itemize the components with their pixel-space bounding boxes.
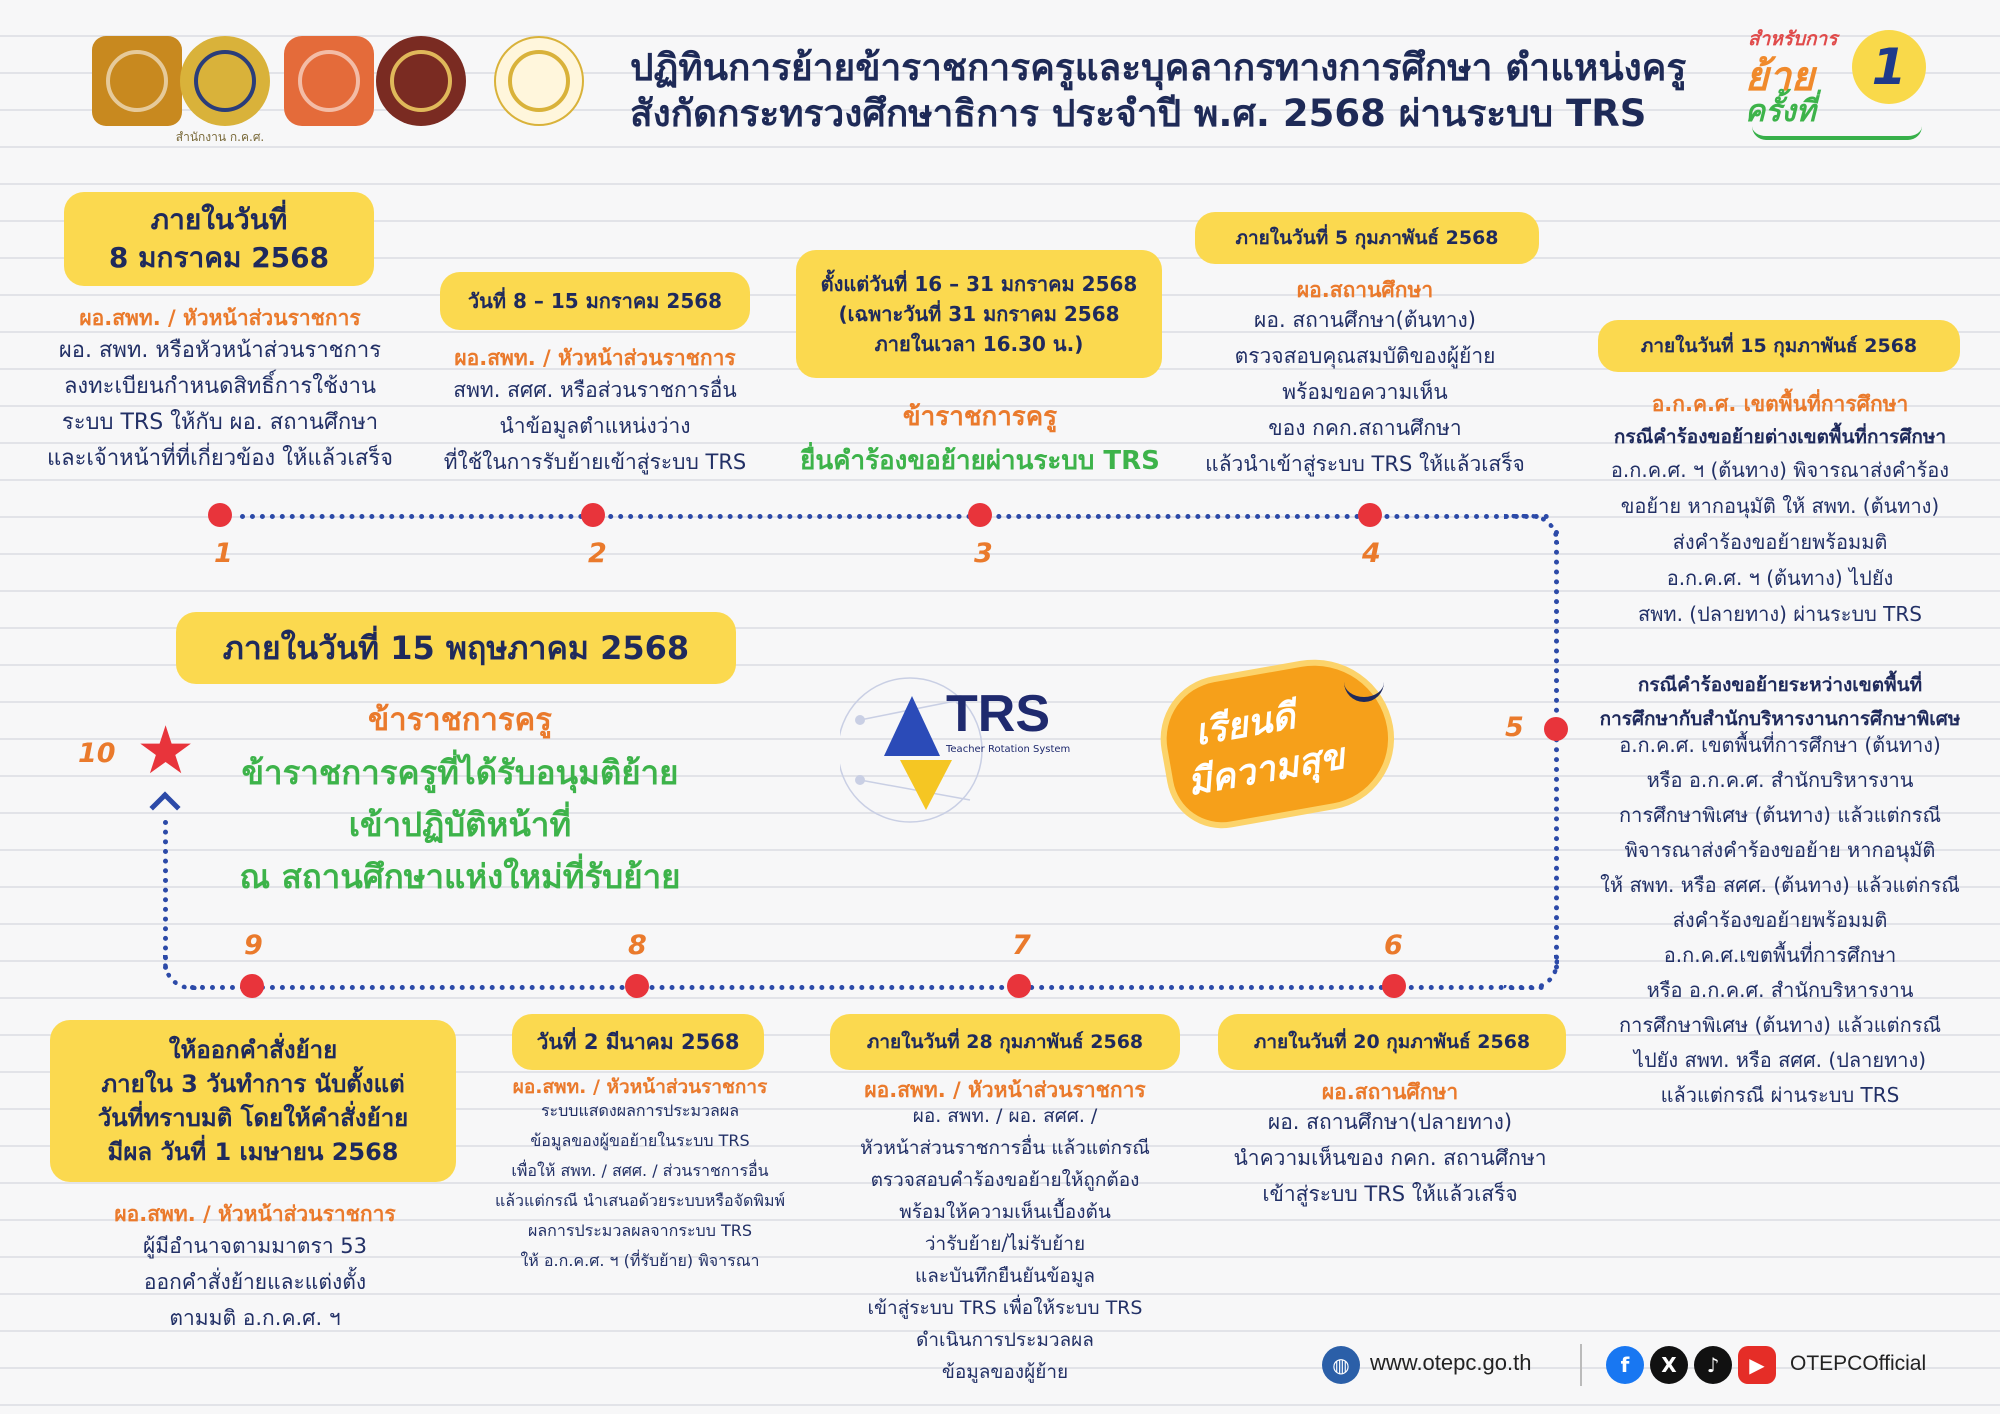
timeline-dot-1	[208, 503, 232, 527]
step-10-role: ข้าราชการครู	[368, 702, 552, 738]
star-icon: ★	[136, 712, 196, 789]
timeline-corner-bottom-left	[163, 955, 203, 990]
opec-logo	[494, 36, 584, 126]
step-number-8: 8	[628, 930, 647, 961]
trs-network-graphic	[837, 677, 983, 823]
timeline-corner-bottom-right	[1504, 955, 1559, 990]
timeline-left	[163, 820, 168, 970]
timeline-corner-top-right	[1504, 514, 1559, 544]
step-number-1: 1	[214, 538, 233, 569]
timeline-dot-7	[1007, 974, 1031, 998]
step-number-5: 5	[1505, 712, 1524, 743]
step-8-desc: ระบบแสดงผลการประมวลผลข้อมูลของผู้ขอย้ายใ…	[494, 1101, 786, 1270]
step-number-2: 2	[588, 538, 607, 569]
footer-divider	[1580, 1344, 1582, 1386]
step-10-date: ภายในวันที่ 15 พฤษภาคม 2568	[176, 612, 736, 684]
step-8-date: วันที่ 2 มีนาคม 2568	[512, 1014, 764, 1070]
badge-word-move: ย้าย	[1745, 54, 1815, 100]
step-number-10: 10	[78, 738, 116, 769]
page-title-line2: สังกัดกระทรวงศึกษาธิการ ประจำปี พ.ศ. 256…	[630, 92, 1647, 135]
step-7-date: ภายในวันที่ 28 กุมภาพันธ์ 2568	[830, 1014, 1180, 1070]
timeline-bottom	[190, 985, 1545, 990]
moe-logo	[92, 36, 182, 126]
x-icon[interactable]: X	[1650, 1346, 1688, 1384]
website-link[interactable]: www.otepc.go.th	[1370, 1350, 1532, 1375]
step-2-desc: สพท. สศศ. หรือส่วนราชการอื่นนำข้อมูลตำแห…	[443, 378, 747, 474]
obec-logo	[284, 36, 374, 126]
step-1-desc: ผอ. สพท. หรือหัวหน้าส่วนราชการลงทะเบียนก…	[46, 338, 394, 471]
step-number-7: 7	[1012, 930, 1031, 961]
step-6-role: ผอ.สถานศึกษา	[1321, 1080, 1459, 1104]
step-1-date: ภายในวันที่ 8 มกราคม 2568	[64, 192, 374, 286]
step-3-date: ตั้งแต่วันที่ 16 – 31 มกราคม 2568(เฉพาะว…	[796, 250, 1162, 378]
step-8-role: ผอ.สพท. / หัวหน้าส่วนราชการ	[512, 1076, 768, 1098]
timeline-top	[240, 514, 1550, 519]
trs-logo-text: TRS	[946, 685, 1050, 743]
otepc-logo	[180, 36, 270, 126]
step-number-9: 9	[244, 930, 263, 961]
ovec-logo	[376, 36, 466, 126]
tiktok-icon[interactable]: ♪	[1694, 1346, 1732, 1384]
logo-caption: สำนักงาน ก.ค.ศ.	[175, 130, 265, 144]
step-1-role: ผอ.สพท. / หัวหน้าส่วนราชการ	[79, 306, 361, 330]
step-5-case2-desc: อ.ก.ค.ศ. เขตพื้นที่การศึกษา (ต้นทาง)หรือ…	[1600, 733, 1960, 1107]
step-number-3: 3	[974, 538, 993, 569]
step-10-line-1: ข้าราชการครูที่ได้รับอนุมติย้าย	[241, 753, 679, 792]
step-5-case1-desc: อ.ก.ค.ศ. ฯ (ต้นทาง) พิจารณาส่งคำร้องขอย้…	[1610, 458, 1950, 626]
timeline-dot-6	[1382, 974, 1406, 998]
step-5-case1-title: กรณีคำร้องขอย้ายต่างเขตพื้นที่การศึกษา	[1613, 426, 1947, 448]
timeline-dot-8	[625, 974, 649, 998]
step-5-role: อ.ก.ค.ศ. เขตพื้นที่การศึกษา	[1651, 392, 1909, 416]
step-5-date: ภายในวันที่ 15 กุมภาพันธ์ 2568	[1598, 320, 1960, 372]
badge-small-text: สำหรับการ	[1748, 28, 1838, 50]
step-4-desc: ผอ. สถานศึกษา(ต้นทาง)ตรวจสอบคุณสมบัติของ…	[1205, 308, 1525, 476]
step-6-desc: ผอ. สถานศึกษา(ปลายทาง)นำความเห็นของ กคก.…	[1233, 1110, 1547, 1206]
step-7-role: ผอ.สพท. / หัวหน้าส่วนราชการ	[864, 1078, 1146, 1102]
step-number-4: 4	[1362, 538, 1381, 569]
step-6-date: ภายในวันที่ 20 กุมภาพันธ์ 2568	[1218, 1014, 1566, 1070]
step-9-role: ผอ.สพท. / หัวหน้าส่วนราชการ	[114, 1202, 396, 1226]
badge-swoosh	[1752, 126, 1922, 140]
step-10-line-3: ณ สถานศึกษาแห่งใหม่ที่รับย้าย	[239, 857, 681, 896]
timeline-dot-5	[1544, 717, 1568, 741]
trs-logo-subtitle: Teacher Rotation System	[946, 744, 1071, 755]
timeline-right	[1554, 530, 1559, 970]
step-4-role: ผอ.สถานศึกษา	[1296, 278, 1434, 302]
step-2-date: วันที่ 8 – 15 มกราคม 2568	[440, 272, 750, 330]
step-3-role: ข้าราชการครู	[902, 402, 1058, 432]
arrow-up-icon	[149, 791, 181, 823]
timeline-dot-9	[240, 974, 264, 998]
step-3-action: ยื่นคำร้องขอย้ายผ่านระบบ TRS	[800, 446, 1160, 476]
step-5-case2-title: กรณีคำร้องขอย้ายระหว่างเขตพื้นที่การศึกษ…	[1599, 674, 1961, 730]
facebook-icon[interactable]: f	[1606, 1346, 1644, 1384]
youtube-icon[interactable]: ▶	[1738, 1346, 1776, 1384]
badge-word-round: ครั้งที่	[1745, 94, 1816, 129]
timeline-dot-2	[581, 503, 605, 527]
smile-icon	[1344, 678, 1384, 702]
page-title-line1: ปฏิทินการย้ายข้าราชการครูและบุคลากรทางกา…	[630, 46, 1687, 89]
step-10-line-2: เข้าปฏิบัติหน้าที่	[348, 805, 572, 844]
globe-icon[interactable]: ◍	[1322, 1346, 1360, 1384]
trs-logo: TRS Teacher Rotation System	[837, 660, 1080, 830]
timeline-dot-3	[968, 503, 992, 527]
step-9-box: ให้ออกคำสั่งย้ายภายใน 3 วันทำการ นับตั้ง…	[50, 1020, 456, 1182]
timeline-dot-4	[1358, 503, 1382, 527]
badge-number: 1	[1852, 30, 1926, 104]
social-handle[interactable]: OTEPCOfficial	[1790, 1352, 1927, 1375]
step-7-desc: ผอ. สพท. / ผอ. สศศ. /หัวหน้าส่วนราชการอื…	[860, 1105, 1150, 1383]
step-4-date: ภายในวันที่ 5 กุมภาพันธ์ 2568	[1195, 212, 1539, 264]
step-number-6: 6	[1384, 930, 1403, 961]
step-2-role: ผอ.สพท. / หัวหน้าส่วนราชการ	[454, 346, 736, 370]
